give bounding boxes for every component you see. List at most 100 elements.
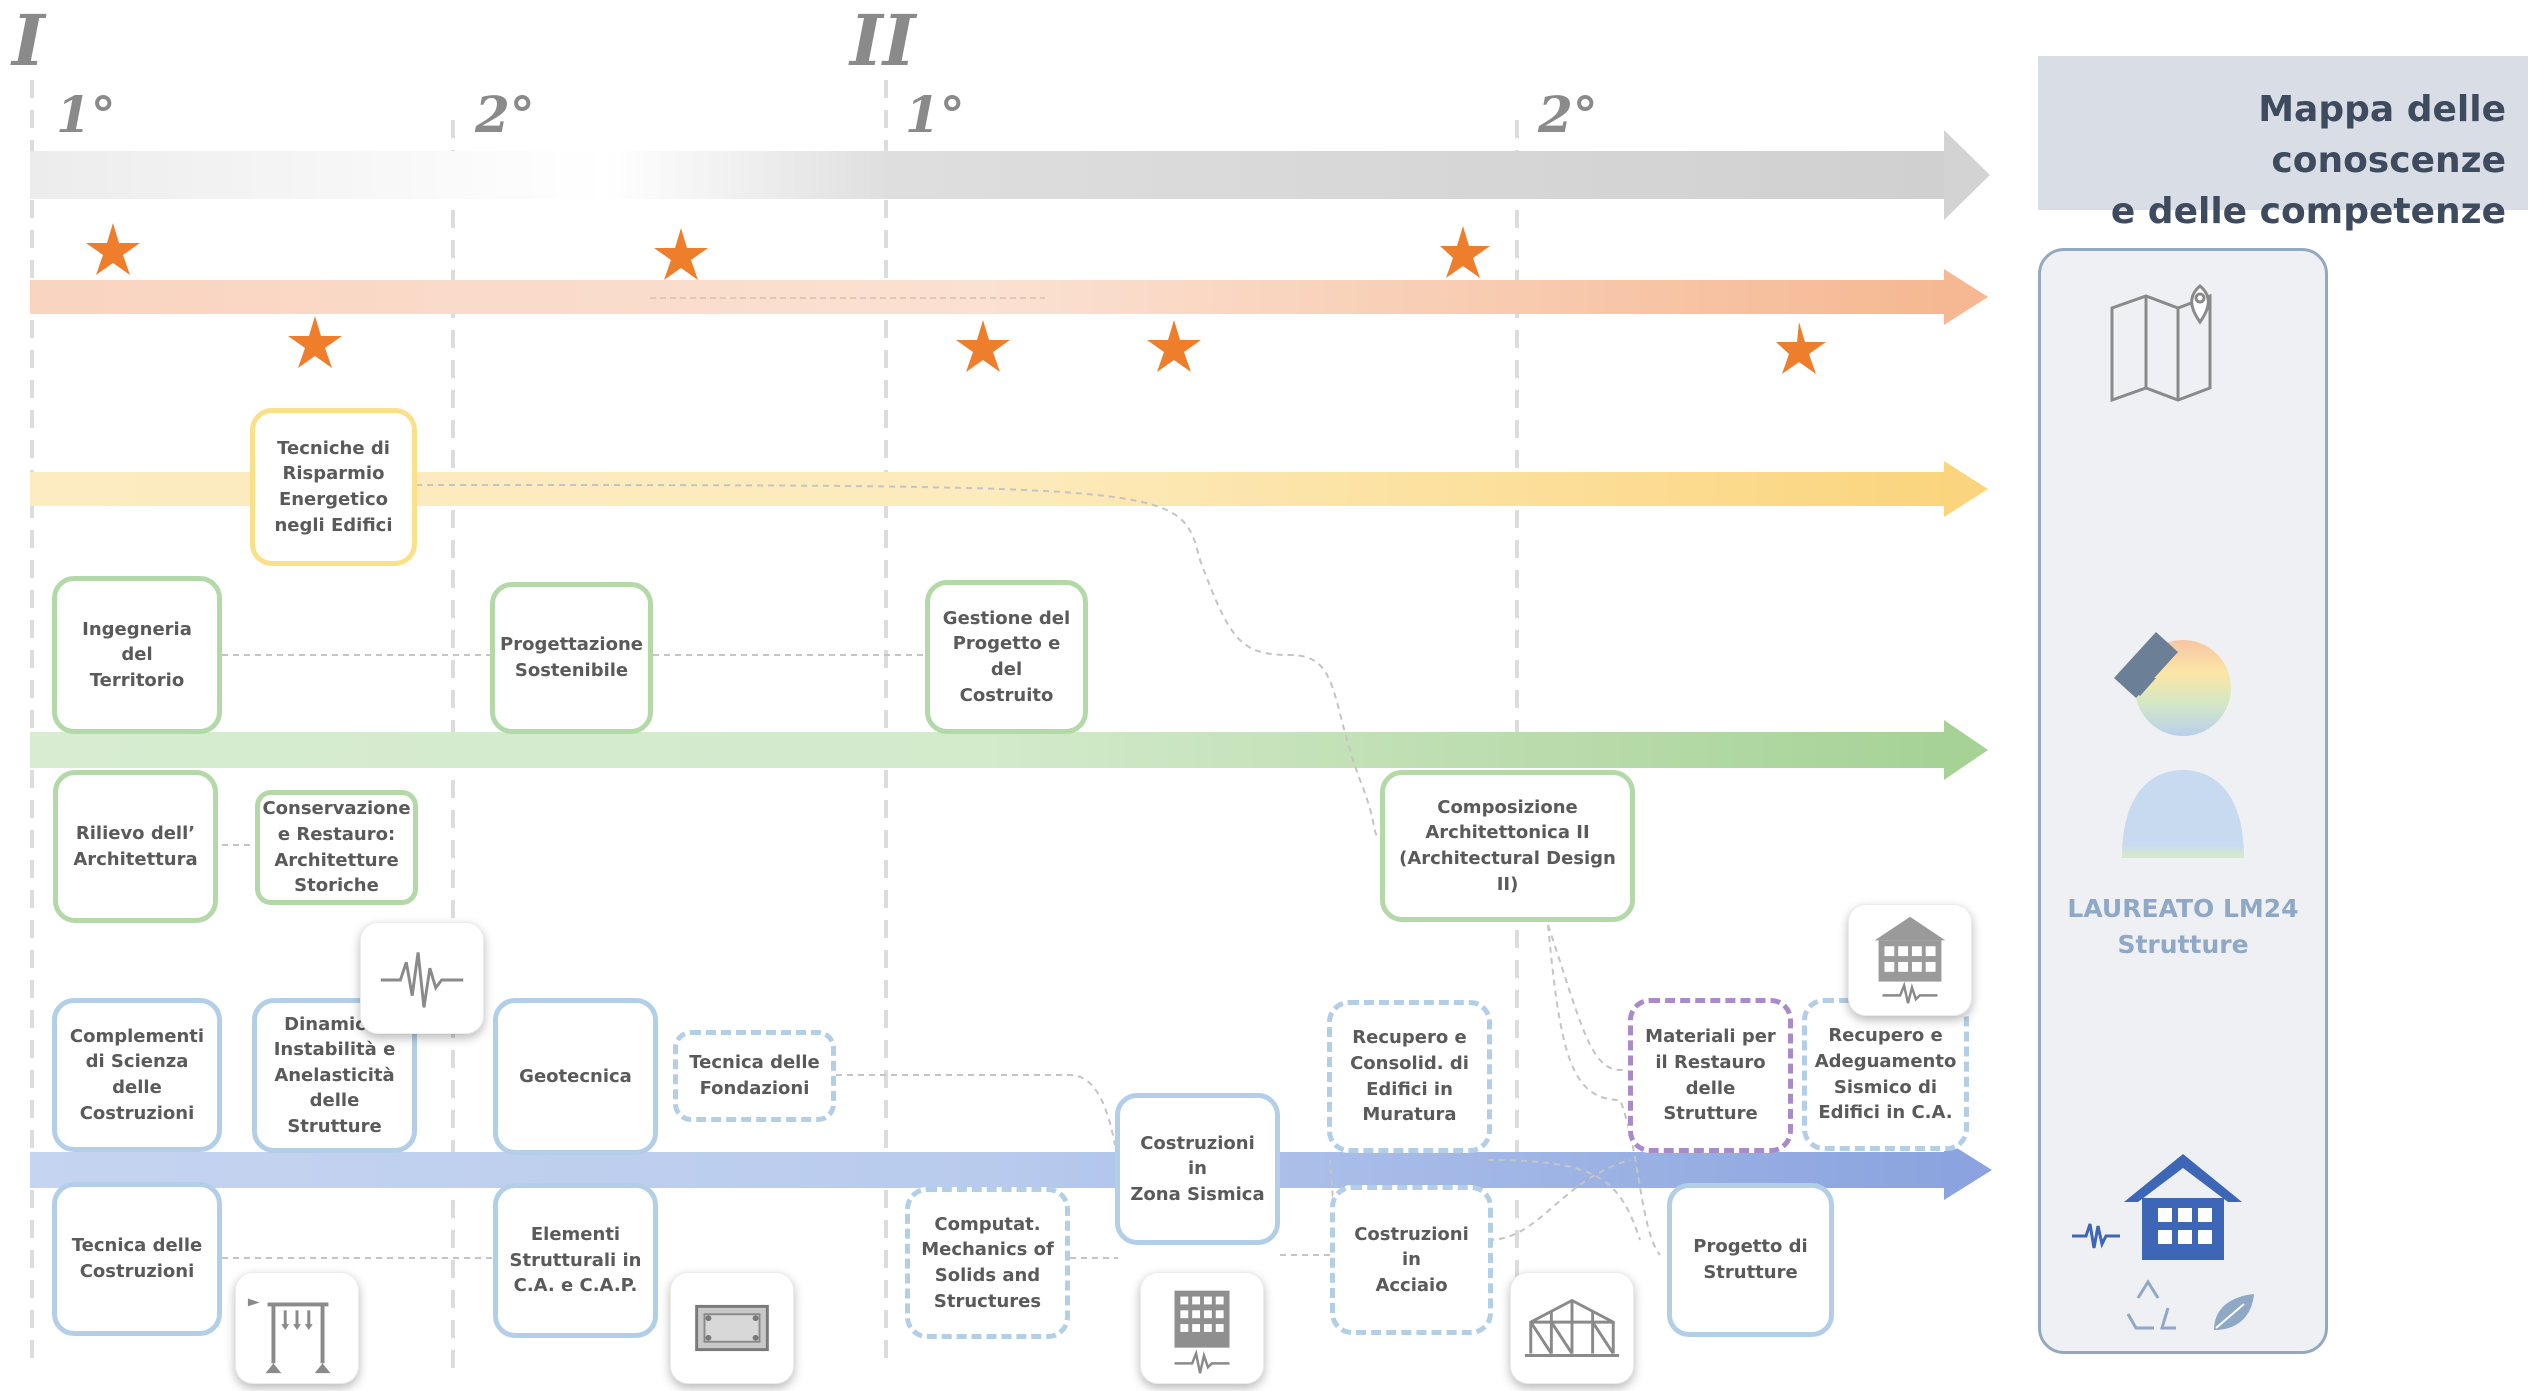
map-pin-icon <box>2110 284 2212 403</box>
course-label: Anelasticità <box>274 1064 395 1086</box>
milestone-stars <box>86 223 1826 374</box>
course-label: Structures <box>933 1290 1042 1312</box>
star-icon <box>86 223 140 275</box>
course-label: Mechanics of <box>921 1239 1054 1261</box>
course-label: Edifici in <box>1366 1078 1453 1100</box>
course-label: Gestione del <box>942 607 1071 629</box>
course-geotecnica[interactable]: Geotecnica <box>493 998 658 1155</box>
steel-frame-icon <box>1510 1272 1634 1384</box>
graduate-person-icon <box>2114 632 2244 858</box>
course-label: Recupero e <box>1828 1025 1943 1047</box>
year-one-label: I <box>12 0 45 82</box>
course-label: Sismico di <box>1833 1076 1938 1098</box>
course-label: Costruzioni <box>79 1261 195 1282</box>
course-costruzioni-acciaio[interactable]: Costruzioni in Acciaio <box>1330 1185 1493 1335</box>
course-costruzioni-zona-sismica[interactable]: Costruzioni in Zona Sismica <box>1115 1093 1280 1245</box>
course-label: C.A. e C.A.P. <box>513 1275 638 1297</box>
course-label: Ingegneria del <box>82 618 192 666</box>
course-label: Adeguamento <box>1814 1050 1957 1072</box>
map-title-line: Mappa delle conoscenze <box>2258 89 2506 182</box>
course-label: e Restauro: <box>277 823 396 845</box>
course-label: Acciaio <box>1375 1274 1448 1296</box>
course-label: Zona Sismica <box>1130 1183 1265 1205</box>
course-label: Recupero e <box>1352 1027 1467 1049</box>
course-label: Costruzioni in <box>1140 1132 1255 1180</box>
semester-label: 2° <box>475 85 535 144</box>
course-progetto-strutture[interactable]: Progetto di Strutture <box>1667 1183 1834 1337</box>
course-label: negli Edifici <box>274 514 393 536</box>
course-label: Architetture <box>274 849 399 871</box>
recycle-icon <box>2126 1279 2176 1330</box>
course-label: Tecnica delle <box>689 1052 820 1074</box>
course-dinamica-instabilita[interactable]: Dinamica, Instabilità e Anelasticità delle … <box>252 998 417 1153</box>
course-label: Storiche <box>294 875 379 897</box>
course-label: Strutture <box>1703 1262 1798 1283</box>
course-label: Conservazione <box>262 798 411 820</box>
star-icon <box>654 228 708 280</box>
course-label: Sostenibile <box>514 660 629 681</box>
course-label: Elementi <box>530 1224 621 1246</box>
course-label: Tecnica delle <box>71 1235 203 1257</box>
course-label: Computat. <box>934 1213 1041 1235</box>
course-label: Muratura <box>1362 1104 1457 1126</box>
course-label: Fondazioni <box>699 1078 810 1099</box>
year-two-label: II <box>850 0 916 82</box>
map-title: Mappa delle conoscenze e delle competenz… <box>2038 56 2528 232</box>
course-label: Strutturali in <box>509 1249 642 1271</box>
course-rilievo-architettura[interactable]: Rilievo dell’ Architettura <box>53 770 218 923</box>
course-label: Solids and <box>934 1265 1041 1286</box>
course-label: Architettonica II <box>1425 822 1590 844</box>
star-icon <box>1776 322 1826 374</box>
semester-label: 1° <box>905 85 965 144</box>
graduate-panel: LAUREATO LM24 Strutture <box>2038 248 2328 1354</box>
frame-load-icon <box>235 1272 359 1384</box>
course-recupero-muratura[interactable]: Recupero e Consolid. di Edifici in Muratura <box>1327 1000 1492 1153</box>
course-label: Progetto di <box>1693 1236 1808 1258</box>
course-label: Consolid. di <box>1350 1052 1469 1074</box>
course-label: Progettazione <box>500 634 643 656</box>
course-label: Dinamica, <box>284 1013 385 1035</box>
course-label: Composizione <box>1437 796 1578 818</box>
course-label: Costruito <box>959 684 1054 706</box>
course-label: delle Strutture <box>1663 1077 1758 1125</box>
course-label: Rilievo dell’ <box>75 822 196 844</box>
graduate-label-line: LAUREATO LM24 <box>2067 894 2299 923</box>
course-label: Costruzioni <box>79 1102 195 1124</box>
graduate-label: LAUREATO LM24 Strutture <box>2041 891 2325 962</box>
course-label: Progetto e del <box>952 633 1061 680</box>
semester-label: 1° <box>56 85 116 144</box>
course-label: Complementi <box>69 1025 205 1047</box>
semester-label: 2° <box>1538 85 1598 144</box>
course-label: Territorio <box>89 669 185 691</box>
map-title-line: e delle competenze <box>2110 191 2506 233</box>
graduate-panel-graphics <box>2072 284 2254 1330</box>
course-label: Energetico <box>278 489 389 510</box>
course-label: Geotecnica <box>519 1065 632 1087</box>
seismic-apartment-icon <box>1140 1272 1264 1384</box>
star-icon <box>288 316 342 368</box>
course-label: Instabilità e <box>273 1039 396 1061</box>
course-label: delle Strutture <box>287 1090 382 1137</box>
leaf-icon <box>2214 1294 2254 1330</box>
course-label: Architettura <box>73 848 198 870</box>
seismic-wave-icon <box>360 922 484 1034</box>
seismic-house-icon <box>2072 1154 2242 1260</box>
course-label: Tecniche di <box>277 437 390 459</box>
course-label: Costruzioni in <box>1354 1223 1469 1271</box>
course-label: Materiali per <box>1645 1026 1776 1048</box>
star-icon <box>956 320 1010 372</box>
